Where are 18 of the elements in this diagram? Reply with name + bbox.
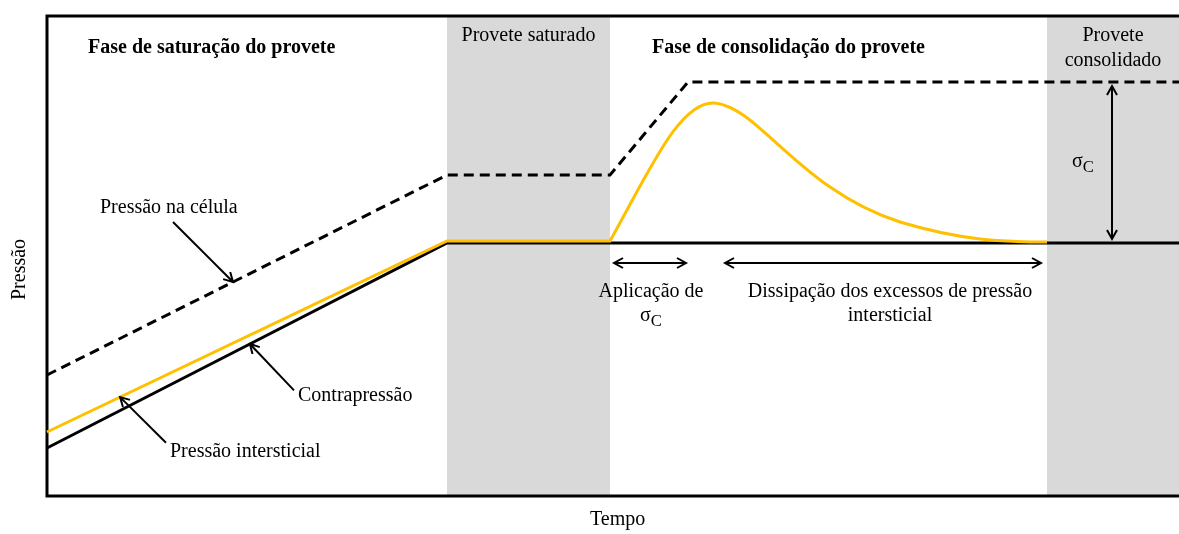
dashed-line [46,80,1179,377]
leader-line [172,221,235,283]
curve-label: Pressão intersticial [170,438,321,462]
band-label: Provete consolidado [1063,22,1163,72]
stress-label: σ$_{C}$ [1072,148,1094,177]
shaded-band [1047,16,1179,496]
phase-title: Fase de saturação do provete [88,34,336,58]
pressure-curve [46,101,1047,434]
curve-label: Contrapressão [298,382,413,406]
leader-line [248,343,295,392]
dimension-label: Dissipação dos excessos de pressão intersticial [746,278,1034,326]
curve-label: Pressão na célula [100,194,238,218]
axis-title: Pressão [6,238,30,300]
band-label: Provete saturado [460,22,597,47]
dimension-label: Aplicação de σ$_{C}$ [597,278,705,331]
axis-title: Tempo [590,506,646,530]
phase-title: Fase de consolidação do provete [652,34,925,58]
leader-line [119,396,167,444]
